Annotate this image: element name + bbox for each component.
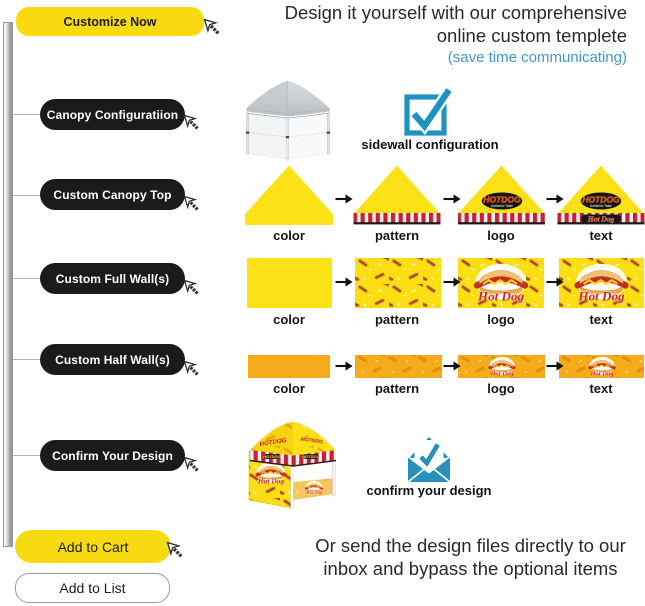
customize-now-button[interactable]: Customize Now: [16, 7, 204, 36]
step-confirm-your-design[interactable]: Confirm Your Design: [40, 440, 185, 471]
row3-label-text: text: [589, 381, 613, 396]
step-custom-half-walls[interactable]: Custom Half Wall(s): [40, 344, 185, 375]
confirm-your-design-label: confirm your design: [366, 483, 492, 498]
row2-label-text: text: [589, 312, 613, 327]
row3-label-logo: logo: [487, 381, 515, 396]
canopy-top-logo-shape[interactable]: [457, 166, 546, 227]
page-title-line2: online custom templete: [436, 24, 627, 46]
step-custom-full-walls[interactable]: Custom Full Wall(s): [40, 263, 185, 294]
page-title-line1: Design it yourself with our comprehensiv…: [284, 2, 627, 23]
arrow-icon: [546, 276, 564, 288]
add-to-cart-label: Add to Cart: [57, 538, 129, 555]
row2-label-pattern: pattern: [374, 312, 420, 327]
footer-text: Or send the design files directly to our…: [298, 534, 643, 580]
step-custom-canopy-top[interactable]: Custom Canopy Top: [40, 179, 185, 210]
arrow-icon: [335, 360, 353, 372]
arrow-icon: [443, 276, 461, 288]
connector-line: [13, 455, 41, 456]
connector-line: [13, 195, 41, 196]
tent-valance-text: HOTDOG: [263, 454, 281, 459]
half-wall-text-swatch[interactable]: [559, 355, 644, 378]
sidewall-configuration-label: sidewall configuration: [361, 137, 499, 152]
full-wall-color-swatch[interactable]: [247, 258, 332, 308]
cursor-icon: [183, 456, 201, 474]
step-label: Custom Full Wall(s): [55, 271, 170, 286]
full-wall-text-swatch[interactable]: [559, 258, 644, 308]
row2-label-logo: logo: [487, 312, 515, 327]
canopy-top-text-shape[interactable]: Hot Dog: [557, 166, 645, 227]
timeline-pole: [3, 22, 13, 547]
footer-line2: inbox and bypass the optional items: [323, 558, 618, 579]
add-to-list-label: Add to List: [59, 580, 126, 596]
gray-tent-illustration: [245, 80, 331, 161]
row2-label-color: color: [273, 312, 305, 327]
footer-line1: Or send the design files directly to our: [315, 535, 626, 556]
add-to-cart-button[interactable]: Add to Cart: [15, 530, 171, 563]
full-wall-pattern-swatch[interactable]: [355, 258, 441, 308]
row1-label-logo: logo: [487, 228, 515, 243]
arrow-icon: [335, 276, 353, 288]
step-label: Custom Canopy Top: [53, 187, 172, 202]
connector-line: [13, 114, 41, 115]
step-canopy-configuration[interactable]: Canopy Configuratiion: [40, 99, 185, 130]
tent-valance-text: HOTDOG: [302, 454, 320, 459]
page-title: Design it yourself with our comprehensiv…: [285, 2, 627, 47]
envelope-check-icon: [407, 437, 451, 483]
step-label: Confirm Your Design: [52, 448, 173, 463]
row3-label-color: color: [273, 381, 305, 396]
half-wall-color-swatch[interactable]: [248, 355, 330, 378]
cursor-icon: [203, 18, 222, 37]
arrow-icon: [443, 193, 461, 205]
cursor-icon: [166, 541, 185, 560]
full-wall-logo-swatch[interactable]: [458, 258, 544, 308]
arrow-icon: [546, 193, 564, 205]
cursor-icon: [183, 360, 201, 378]
step-label: Canopy Configuratiion: [46, 107, 179, 122]
cursor-icon: [183, 114, 201, 132]
branded-tent-illustration: HOTDOG HOTDOG HOTDOG HOTDOG: [248, 422, 337, 509]
row3-label-pattern: pattern: [374, 381, 420, 396]
page-subtitle: (save time communicating): [447, 49, 627, 66]
canopy-top-script-text: Hot Dog: [587, 214, 615, 223]
row1-label-text: text: [589, 228, 613, 243]
arrow-icon: [443, 360, 461, 372]
tent-canopy-logo-text: HOTDOG: [301, 436, 324, 445]
row1-label-pattern: pattern: [374, 228, 420, 243]
tent-canopy-logo-text: HOTDOG: [259, 437, 287, 448]
half-wall-logo-swatch[interactable]: [458, 355, 545, 378]
arrow-icon: [546, 360, 564, 372]
connector-line: [13, 359, 41, 360]
canopy-top-pattern-shape[interactable]: [353, 166, 441, 227]
cursor-icon: [183, 279, 201, 297]
row1-label-color: color: [273, 228, 305, 243]
add-to-list-button[interactable]: Add to List: [15, 573, 170, 603]
half-wall-pattern-swatch[interactable]: [355, 355, 442, 378]
canopy-top-color-shape[interactable]: [245, 166, 333, 227]
step-label: Custom Half Wall(s): [55, 352, 170, 367]
check-square-icon: [404, 86, 454, 136]
arrow-icon: [335, 193, 353, 205]
cursor-icon: [183, 195, 201, 213]
connector-line: [13, 278, 41, 279]
customize-now-label: Customize Now: [63, 14, 157, 29]
